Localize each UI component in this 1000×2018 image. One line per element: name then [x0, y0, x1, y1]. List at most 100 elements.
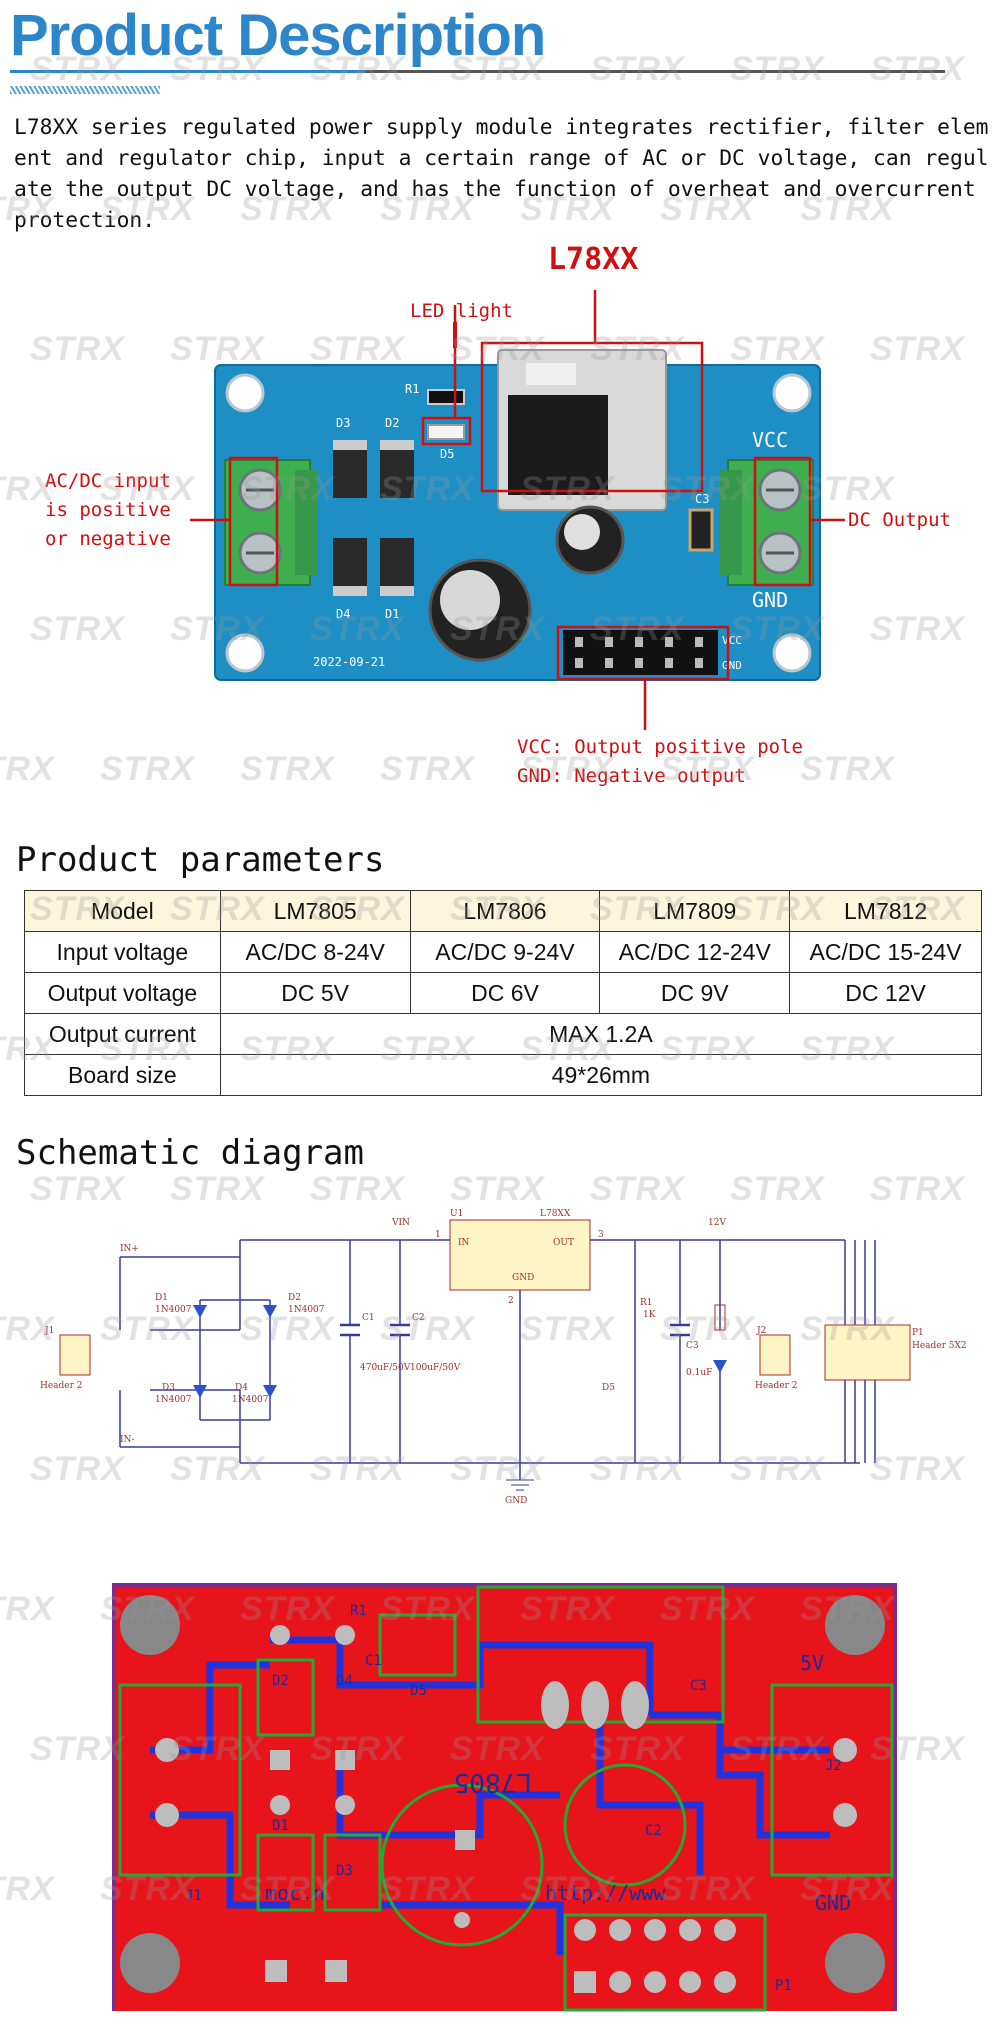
pcb-d2-label: D2: [272, 1673, 289, 1689]
pcb-gnd-label: GND: [815, 1891, 851, 1915]
table-cell: 49*26mm: [219, 1054, 983, 1096]
table-header-cell: LM7809: [599, 890, 791, 932]
table-row: Board size 49*26mm: [24, 1054, 983, 1096]
pcb-d3-label: D3: [336, 1863, 353, 1879]
sch-c2: C2: [412, 1313, 425, 1323]
sch-d1: D1: [155, 1293, 168, 1303]
sch-p1: P1: [912, 1328, 924, 1338]
sch-p1v: Header 5X2: [912, 1341, 967, 1351]
schematic-diode-symbols: [193, 1305, 727, 1398]
pcb-mounting-holes: [120, 1595, 885, 1993]
table-cell: Output voltage: [24, 972, 221, 1014]
sch-c3v: 0.1uF: [686, 1368, 712, 1378]
sch-j2v: Header 2: [755, 1381, 798, 1391]
sch-12v: 12V: [708, 1218, 726, 1228]
silk-d3: D3: [336, 416, 350, 430]
pcb-c3-label: C3: [690, 1678, 707, 1694]
sch-d3: D3: [162, 1383, 175, 1393]
header-callout: VCC: Output positive pole GND: Negative …: [517, 733, 803, 791]
table-header-cell: Model: [24, 890, 221, 932]
table-cell: AC/DC 12-24V: [599, 931, 791, 973]
silk-vcc-small: VCC: [722, 634, 742, 647]
table-cell: DC 5V: [219, 972, 411, 1014]
led-d5-shape: [427, 424, 465, 440]
sch-d2v: 1N4007: [288, 1305, 325, 1315]
output-terminal-block: [720, 459, 814, 586]
table-cell: AC/DC 8-24V: [219, 931, 411, 973]
regulator-chip-shape: [497, 349, 667, 511]
table-cell: AC/DC 9-24V: [409, 931, 601, 973]
schematic-title: Schematic diagram: [16, 1133, 364, 1173]
table-header-row: Model LM7805 LM7806 LM7809 LM7812: [24, 890, 982, 932]
silk-d1: D1: [385, 607, 399, 621]
header-callout-gnd: GND: Negative output: [517, 765, 746, 787]
sch-c2v: 100uF/50V: [410, 1363, 461, 1373]
input-callout-line1: AC/DC input: [45, 470, 171, 492]
schematic-wires: [119, 1239, 876, 1480]
ceramic-cap-c3-shape: [688, 508, 714, 552]
schematic-j2-box: [759, 1334, 791, 1376]
table-cell: DC 12V: [789, 972, 982, 1014]
sch-d4v: 1N4007: [232, 1395, 269, 1405]
pcb-pads: [155, 1625, 857, 1993]
pcb-d1-label: D1: [272, 1818, 289, 1834]
pcb-d5-label: D5: [410, 1683, 427, 1699]
pcb-d4-label: D4: [336, 1673, 353, 1689]
pcb-com-label: moc.n: [265, 1881, 325, 1905]
sch-pin1: 1: [435, 1230, 441, 1240]
silk-d5: D5: [440, 447, 454, 461]
schematic-j1-box: [59, 1334, 91, 1376]
pcb-c1-label: C1: [365, 1653, 382, 1669]
sch-j1v: Header 2: [40, 1381, 83, 1391]
sch-r1v: 1K: [643, 1310, 656, 1320]
pcb-j1-label: J1: [185, 1888, 202, 1904]
title-hatch-decoration: [10, 86, 160, 94]
silk-d4: D4: [336, 607, 350, 621]
sch-d2: D2: [288, 1293, 301, 1303]
board-photo: R1 D3 D2 D4 D1 D5 C3 2022-09-21 VCC GND …: [190, 290, 845, 730]
input-callout: AC/DC input is positive or negative: [45, 467, 171, 554]
table-cell: DC 6V: [409, 972, 601, 1014]
sch-chip: L78XX: [540, 1209, 571, 1219]
sch-d3v: 1N4007: [155, 1395, 192, 1405]
pcb-5v-label: 5V: [800, 1651, 824, 1675]
electrolytic-cap-small: [555, 505, 625, 575]
pcb-layout-section: L7805 5V GND http://www moc.n C2 J1 J2 P…: [0, 1575, 1000, 2014]
silk-gnd: GND: [752, 588, 788, 612]
sch-d4: D4: [235, 1383, 248, 1393]
table-cell: Output current: [24, 1013, 221, 1055]
pcb-j2-label: J2: [825, 1758, 842, 1774]
chip-callout: L78XX: [548, 242, 639, 277]
silk-c3: C3: [695, 492, 709, 506]
sch-in: IN: [458, 1238, 470, 1248]
silk-gnd-small: GND: [722, 659, 742, 672]
sch-c3: C3: [686, 1341, 699, 1351]
page-title: Product Description: [10, 3, 546, 68]
silk-r1: R1: [405, 382, 419, 396]
parameters-table: Model LM7805 LM7806 LM7809 LM7812 Input …: [24, 890, 983, 1096]
sch-d5: D5: [602, 1383, 615, 1393]
schematic-diagram: U1 L78XX IN OUT GND 1 2 3 VIN 12V IN+ IN…: [0, 1185, 1000, 1515]
output-pin-header: [563, 630, 718, 675]
electrolytic-cap-large: [428, 558, 532, 662]
board-photo-section: R1 D3 D2 D4 D1 D5 C3 2022-09-21 VCC GND …: [0, 245, 1000, 805]
table-cell: MAX 1.2A: [219, 1013, 983, 1055]
led-callout: LED light: [410, 300, 513, 322]
sch-vin: VIN: [391, 1218, 410, 1228]
resistor-r1-shape: [427, 389, 465, 405]
sch-j1: J1: [44, 1326, 54, 1336]
pcb-r1-label: R1: [350, 1603, 367, 1619]
silk-vcc: VCC: [752, 428, 788, 452]
table-row: Output current MAX 1.2A: [24, 1013, 983, 1055]
schematic-r1-symbol: [714, 1304, 726, 1331]
silk-d2: D2: [385, 416, 399, 430]
input-callout-line3: or negative: [45, 528, 171, 550]
schematic-ground-symbol: [506, 1479, 534, 1491]
schematic-regulator-box: [449, 1219, 591, 1291]
pcb-c2-label: C2: [645, 1823, 662, 1839]
table-row: Input voltage AC/DC 8-24V AC/DC 9-24V AC…: [24, 931, 982, 973]
input-terminal-block: [224, 459, 317, 586]
callout-markers: [190, 290, 845, 730]
sch-in-plus: IN+: [120, 1244, 139, 1254]
table-cell: AC/DC 15-24V: [789, 931, 982, 973]
